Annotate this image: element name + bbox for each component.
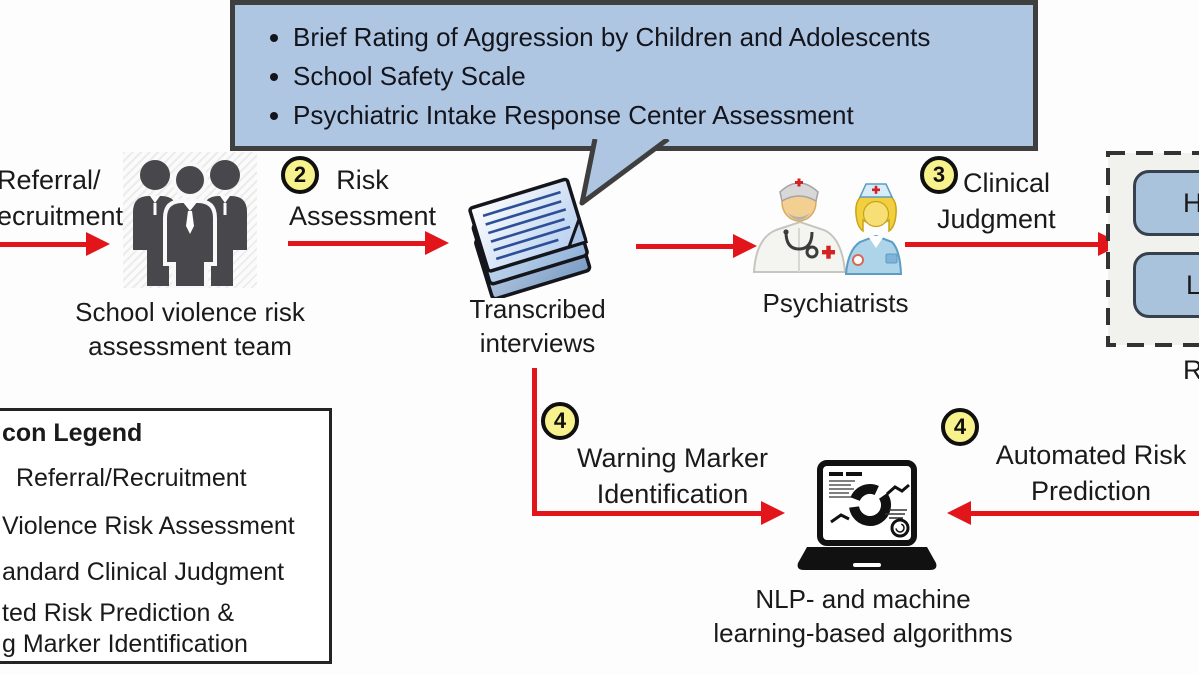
callout-bullet: Psychiatric Intake Response Center Asses… (293, 96, 1033, 135)
algorithms-label-line2: learning-based algorithms (713, 618, 1013, 648)
step-2-badge: 2 (281, 156, 319, 194)
arrow-interviews-to-algorithms-head (761, 501, 785, 525)
risk-assessment-line1: Risk (336, 165, 389, 195)
callout-bullet: School Safety Scale (293, 57, 1033, 96)
callout-bullet-text: School Safety Scale (293, 61, 526, 91)
clinical-judgment-line1: Clinical (963, 168, 1051, 198)
team-label-line2: assessment team (88, 331, 292, 361)
laptop-analytics-icon (797, 460, 937, 570)
arrow-interviews-to-algorithms-horizontal (532, 511, 762, 516)
arrow-psychiatrists-to-panel (905, 242, 1099, 247)
callout-bullet-text: Psychiatric Intake Response Center Asses… (293, 100, 854, 130)
automated-risk-line2: Prediction (1030, 476, 1152, 506)
referral-label-line1: Referral/ (0, 165, 101, 195)
automated-risk-label: Automated Risk Prediction (983, 437, 1199, 509)
risk-panel-caption: R (1183, 355, 1199, 385)
step-4-warning-badge: 4 (541, 402, 579, 440)
arrow-panel-to-algorithms (970, 511, 1199, 516)
legend-item: Violence Risk Assessment (2, 512, 295, 540)
step-2-number: 2 (293, 162, 307, 187)
arrow-interviews-to-algorithms-vertical (532, 368, 537, 516)
referral-label-line2: ecruitment (0, 201, 124, 231)
arrow-interviews-to-psychiatrists (636, 244, 734, 249)
document-stack-icon (468, 177, 592, 298)
risk-option-low-label: L (1186, 270, 1199, 300)
clinical-judgment-line2: Judgment (937, 204, 1056, 234)
icon-legend-box (0, 408, 332, 664)
team-label: School violence risk assessment team (0, 295, 380, 363)
legend-item: g Marker Identification (2, 630, 248, 658)
algorithms-label-line1: NLP- and machine (755, 584, 971, 614)
people-group-icon (123, 152, 257, 290)
automated-risk-line1: Automated Risk (995, 440, 1187, 470)
interviews-label-line2: interviews (479, 328, 596, 358)
arrow-interviews-to-psychiatrists-head (733, 234, 757, 258)
callout-bullet-text: Brief Rating of Aggression by Children a… (293, 22, 931, 52)
arrow-team-to-interviews-head (425, 231, 449, 255)
risk-option-high-label: H (1183, 188, 1199, 218)
step-3-number: 3 (932, 162, 946, 187)
warning-marker-line2: Identification (596, 479, 749, 509)
step-3-badge: 3 (920, 156, 958, 194)
warning-marker-label: Warning Marker Identification (560, 440, 785, 512)
warning-marker-line1: Warning Marker (576, 443, 769, 473)
risk-assessment-line2: Assessment (288, 201, 437, 231)
arrow-referral-to-team (0, 242, 87, 247)
interviews-label: Transcribed interviews (450, 292, 625, 360)
arrow-referral-to-team-head (86, 232, 110, 256)
step-4-automated-badge: 4 (941, 408, 979, 446)
callout-bullet-list: Brief Rating of Aggression by Children a… (235, 5, 1033, 135)
psychiatrists-label: Psychiatrists (762, 288, 909, 318)
risk-assessment-label: Risk Assessment (265, 162, 460, 234)
step-4-automated-number: 4 (953, 414, 967, 439)
callout-tail (579, 139, 670, 206)
algorithms-label: NLP- and machine learning-based algorith… (688, 582, 1038, 650)
team-label-line1: School violence risk (75, 297, 305, 327)
legend-item: ted Risk Prediction & (2, 599, 235, 627)
legend-item: andard Clinical Judgment (2, 558, 285, 586)
arrow-panel-to-algorithms-head (947, 501, 971, 525)
legend-title: con Legend (2, 419, 143, 447)
interviews-label-line1: Transcribed (469, 294, 606, 324)
callout-bullet: Brief Rating of Aggression by Children a… (293, 18, 1033, 57)
step-4-warning-number: 4 (553, 408, 567, 433)
arrow-team-to-interviews (288, 241, 426, 246)
risk-option-high (1133, 170, 1199, 236)
doctor-nurse-icon (752, 178, 902, 275)
risk-option-low (1133, 252, 1199, 318)
legend-item: Referral/Recruitment (16, 464, 247, 492)
assessment-tools-callout: Brief Rating of Aggression by Children a… (230, 0, 1038, 151)
